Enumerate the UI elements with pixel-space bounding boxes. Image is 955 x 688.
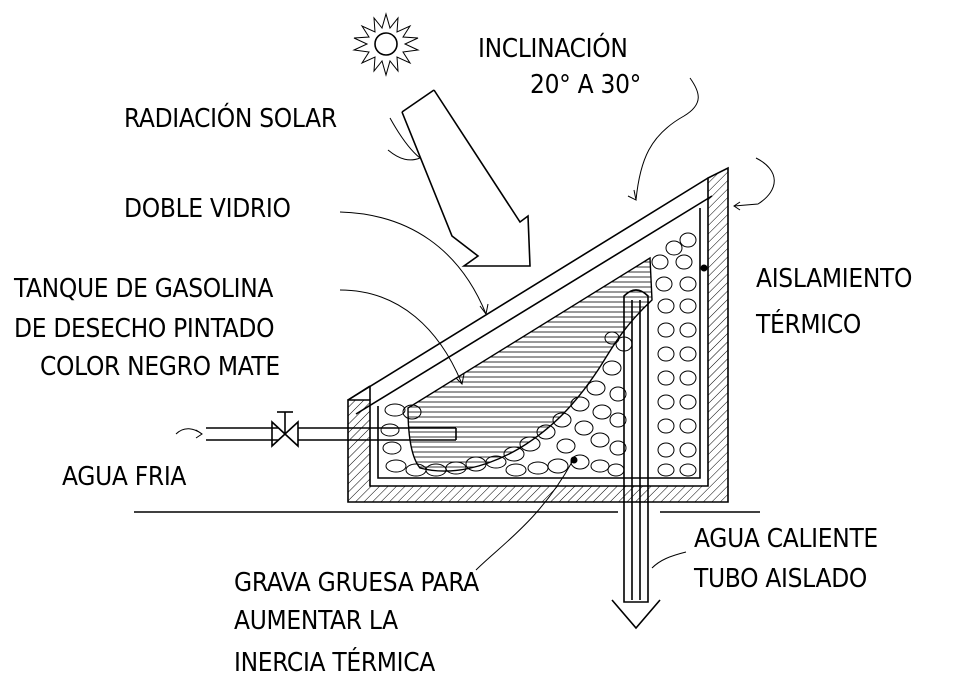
label-agua-fria: AGUA FRIA — [62, 462, 187, 492]
label-inclinacion: INCLINACIÓN — [478, 34, 628, 64]
hot-water-tube — [611, 289, 661, 630]
cold-water-pipe — [206, 411, 457, 448]
leader-lines — [175, 77, 775, 571]
label-grava-line2: AUMENTAR LA — [234, 606, 398, 636]
tank — [407, 256, 653, 472]
label-tubo-aislado: TUBO AISLADO — [694, 564, 868, 594]
label-tanque-line1: TANQUE DE GASOLINA — [14, 274, 274, 304]
label-termico: TÉRMICO — [756, 310, 862, 340]
label-aislamiento: AISLAMIENTO — [756, 264, 913, 294]
label-agua-caliente: AGUA CALIENTE — [694, 524, 878, 554]
label-grava-line3: INERCIA TÉRMICA — [234, 648, 435, 678]
label-tanque-line2: DE DESECHO PINTADO — [14, 314, 275, 344]
label-doble-vidrio: DOBLE VIDRIO — [124, 194, 291, 224]
label-inclinacion-angle: 20° A 30° — [530, 70, 642, 100]
valve-icon — [271, 420, 299, 448]
label-radiacion-solar: RADIACIÓN SOLAR — [124, 104, 337, 134]
label-grava-line1: GRAVA GRUESA PARA — [234, 568, 479, 598]
label-tanque-line3: COLOR NEGRO MATE — [40, 352, 280, 382]
radiation-arrow — [401, 89, 531, 267]
double-glass — [347, 177, 713, 415]
sun-icon — [352, 12, 420, 77]
